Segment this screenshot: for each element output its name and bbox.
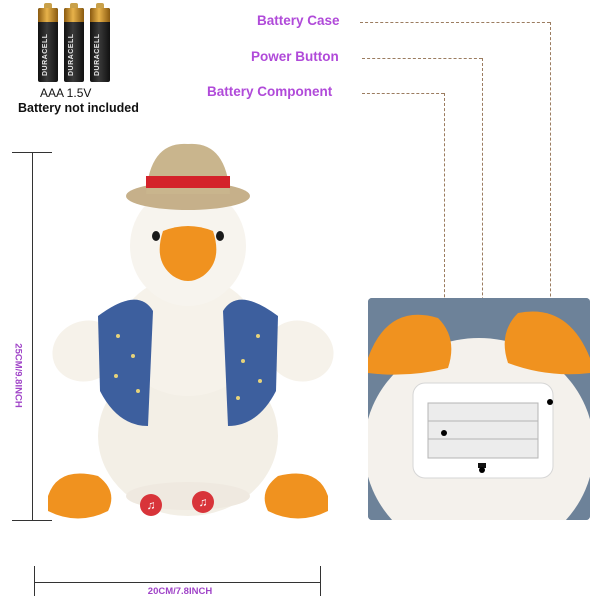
music-note-icon[interactable]: ♫	[192, 491, 214, 513]
height-dimension-label: 25CM/9.8INCH	[12, 343, 24, 408]
leader-power-button-v	[482, 58, 483, 470]
callout-power-button: Power Button	[251, 49, 339, 64]
width-left-tick	[34, 566, 35, 596]
duck-plush-image	[48, 143, 334, 519]
leader-battery-case-v	[550, 22, 551, 402]
power-button-marker	[479, 467, 485, 473]
width-line	[34, 582, 321, 583]
battery-compartment-illustration	[368, 298, 590, 520]
leader-battery-case-h	[360, 22, 550, 23]
height-line	[32, 152, 33, 520]
width-dimension-label: 20CM/7.8INCH	[147, 586, 213, 597]
battery-compartment-photo	[368, 298, 590, 520]
battery-3: DURACELL	[90, 3, 110, 82]
width-right-tick	[320, 566, 321, 596]
height-bottom-tick	[12, 520, 52, 521]
battery-type-label: AAA 1.5V	[40, 86, 92, 100]
battery-not-included-note: Battery not included	[18, 101, 139, 115]
battery-case-marker	[547, 399, 553, 405]
leader-battery-component-v	[444, 93, 445, 433]
battery-component-marker	[441, 430, 447, 436]
music-note-icon[interactable]: ♫	[140, 494, 162, 516]
leader-power-button-h	[362, 58, 482, 59]
batteries-image: DURACELL DURACELL DURACELL	[38, 2, 112, 84]
battery-2: DURACELL	[64, 3, 84, 82]
leader-battery-component-h	[362, 93, 444, 94]
callout-battery-component: Battery Component	[207, 84, 333, 99]
battery-1: DURACELL	[38, 3, 58, 82]
callout-battery-case: Battery Case	[257, 13, 340, 28]
